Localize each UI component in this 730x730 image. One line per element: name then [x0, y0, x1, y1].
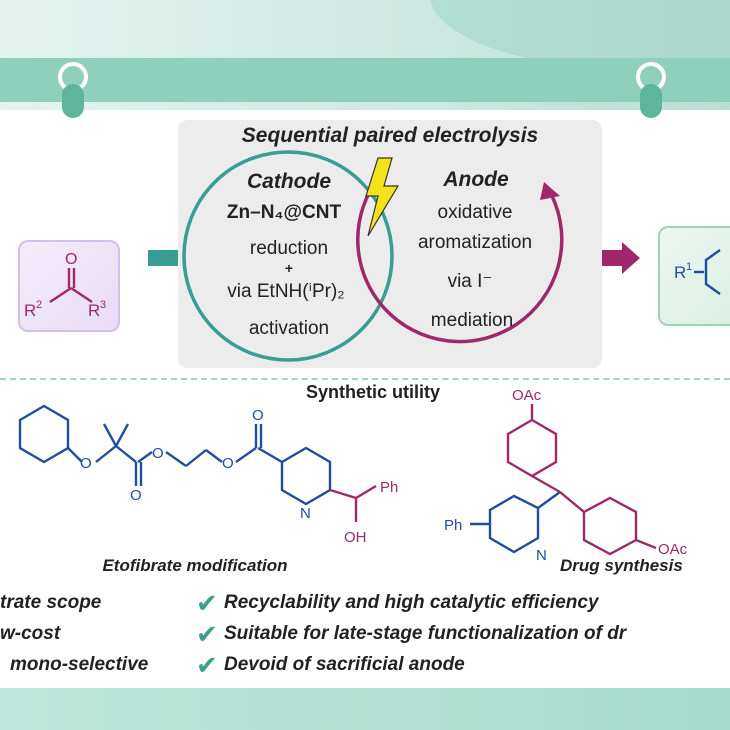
binder-ring-left: [58, 62, 88, 120]
pyridine-n-label: N: [300, 505, 311, 522]
product-box: R 1: [658, 226, 730, 326]
cathode-catalyst: Zn–N₄@CNT: [226, 202, 342, 223]
drug-synthesis-caption: Drug synthesis: [560, 556, 683, 575]
r2-label: R: [24, 301, 36, 320]
feature-right-1: Recyclability and high catalytic efficie…: [224, 592, 599, 613]
carbonyl-o-label: O: [65, 251, 77, 268]
r1-superscript: 1: [686, 261, 692, 273]
r3-superscript: 3: [100, 299, 106, 311]
banner-band: [0, 58, 730, 102]
right-arrow-shaft: [602, 250, 624, 266]
cathode-heading: Cathode: [247, 170, 331, 193]
ether-o-label: O: [80, 455, 92, 472]
phenyl-label-1: Ph: [380, 479, 398, 496]
drug-pyridine-n-label: N: [536, 547, 547, 564]
left-connector-bar: [148, 250, 178, 266]
bottom-banner: [0, 688, 730, 730]
drug-pyridine-ring: [470, 491, 561, 554]
anode-line-3: via I⁻: [447, 271, 493, 292]
hydroxyl-label: OH: [344, 529, 367, 546]
anode-line-4: mediation: [430, 310, 514, 331]
ester-o-label-1: O: [130, 487, 142, 504]
binder-ring-right: [636, 62, 666, 120]
r2-superscript: 2: [36, 299, 42, 311]
phenyl-label-2: Ph: [444, 517, 462, 534]
section-divider: [0, 378, 730, 380]
feature-left-3: mono-selective: [10, 654, 149, 675]
etofibrate-caption: Etofibrate modification: [102, 556, 288, 575]
carbinol-fragment: [329, 484, 377, 522]
r3-label: R: [88, 301, 100, 320]
cathode-line-3: activation: [248, 318, 330, 339]
feature-left-1: trate scope: [0, 592, 102, 613]
cathode-line-2: via EtNH(ⁱPr)₂: [227, 281, 345, 302]
check-icon-2: ✔: [196, 619, 218, 649]
right-arrow-head: [622, 242, 640, 274]
feature-right-2: Suitable for late-stage functionalizatio…: [224, 623, 627, 644]
oac-label-top: OAc: [512, 387, 542, 404]
ketone-structure: O R 2 R 3: [24, 251, 106, 320]
feature-left-2: w-cost: [0, 623, 61, 644]
anode-line-1: oxidative: [437, 202, 513, 223]
utility-heading: Synthetic utility: [305, 382, 440, 402]
check-icon-1: ✔: [196, 588, 218, 618]
drug-aryl-rings: [506, 404, 657, 556]
panel-title: Sequential paired electrolysis: [241, 124, 539, 147]
ester-o-label-3: O: [222, 455, 234, 472]
cathode-plus: +: [284, 260, 294, 276]
etofibrate-structure: [18, 404, 332, 506]
anode-line-2: aromatization: [417, 232, 533, 253]
ester-o-label-2: O: [152, 445, 164, 462]
feature-right-3: Devoid of sacrificial anode: [224, 654, 465, 675]
carbonyl-o-label-2: O: [252, 407, 264, 424]
cathode-line-1: reduction: [249, 238, 329, 259]
check-icon-3: ✔: [196, 650, 218, 680]
reactant-box: O R 2 R 3: [18, 240, 120, 332]
pyridine-product-structure: R 1: [674, 249, 721, 295]
r1-label: R: [674, 263, 686, 282]
anode-heading: Anode: [443, 168, 509, 191]
